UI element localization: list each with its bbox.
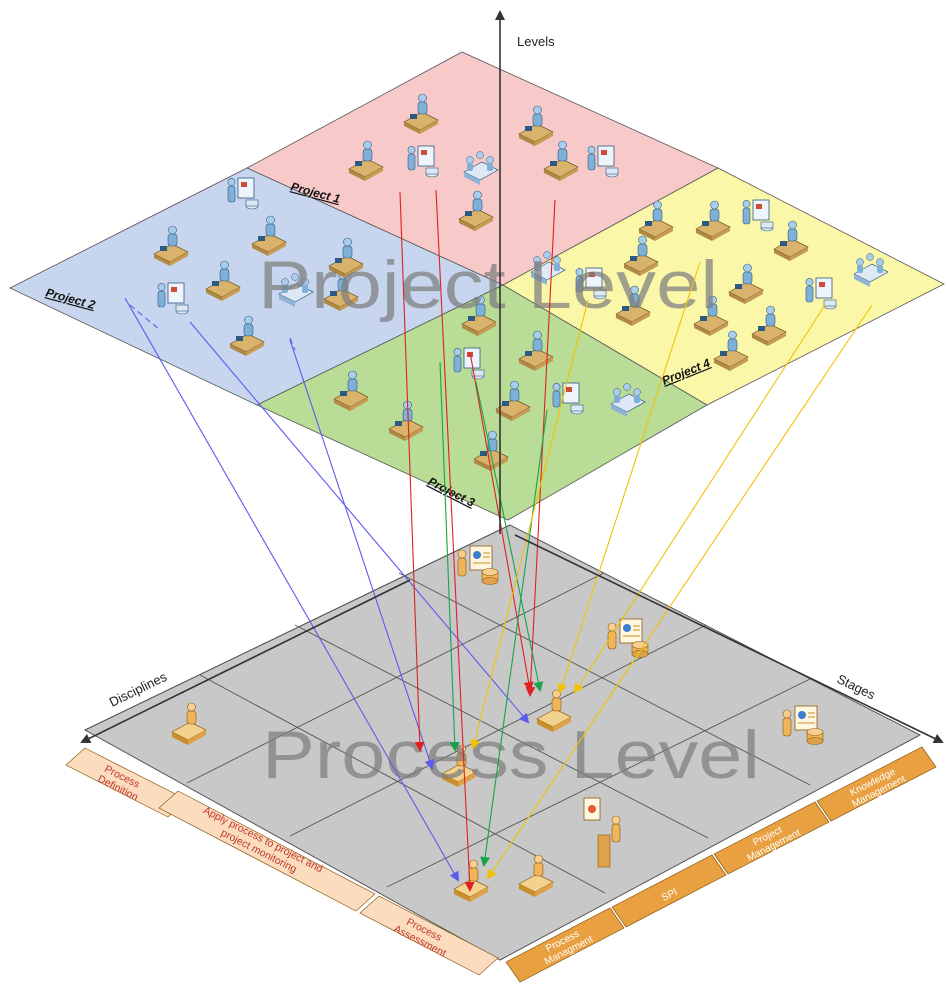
- stage-tab-project-management: [713, 801, 830, 875]
- project-level-title: Project Level: [258, 247, 718, 323]
- stage-tab-process-management: [505, 907, 625, 983]
- project-level-plane: Project 1 Project 2 Project 3 Project 4 …: [9, 51, 945, 521]
- project-1-arrows: [399, 189, 556, 892]
- stage-tabs: Process Managment SPI Project Management…: [505, 746, 937, 983]
- levels-axis-label: Levels: [517, 34, 555, 49]
- stage-tab-knowledge-management: [816, 746, 937, 822]
- process-level-plane: Process Level: [83, 524, 922, 961]
- project-3-arrows: [439, 361, 548, 867]
- process-icon-presentation: [583, 797, 621, 868]
- discipline-tabs: Process Definition Apply process to proj…: [65, 747, 499, 976]
- disciplines-axis: [80, 579, 411, 743]
- project-4-arrows: [470, 261, 873, 880]
- process-level-title: Process Level: [262, 717, 760, 793]
- project-3-area: [256, 284, 708, 521]
- discipline-tab-apply-process: [158, 790, 376, 912]
- discipline-tab-process-assessment: [359, 895, 499, 976]
- stages-axis: [514, 534, 944, 744]
- stage-tab-spi: [611, 854, 727, 928]
- project-2-arrows: [124, 297, 530, 882]
